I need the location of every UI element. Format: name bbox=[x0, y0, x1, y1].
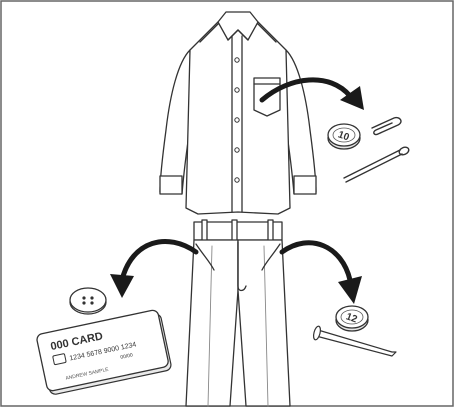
pants-belt-loop bbox=[232, 220, 237, 242]
shirt-button bbox=[235, 148, 239, 152]
pants-right-leg bbox=[238, 240, 290, 406]
shirt-right-cuff bbox=[294, 176, 316, 194]
shirt-button bbox=[235, 118, 239, 122]
shirt-button bbox=[235, 178, 239, 182]
shirt-left-cuff bbox=[160, 176, 182, 194]
shirt-button bbox=[235, 58, 239, 62]
pants-belt-loop bbox=[202, 220, 207, 242]
loose-button-icon bbox=[70, 288, 106, 314]
shirt-button bbox=[235, 88, 239, 92]
credit-card-chip-icon bbox=[53, 354, 67, 365]
pants-belt-loop bbox=[268, 220, 273, 242]
coin-shirt: 10 bbox=[328, 124, 360, 149]
coin-pants: 12 bbox=[336, 306, 368, 331]
pants-left-leg bbox=[186, 240, 238, 406]
